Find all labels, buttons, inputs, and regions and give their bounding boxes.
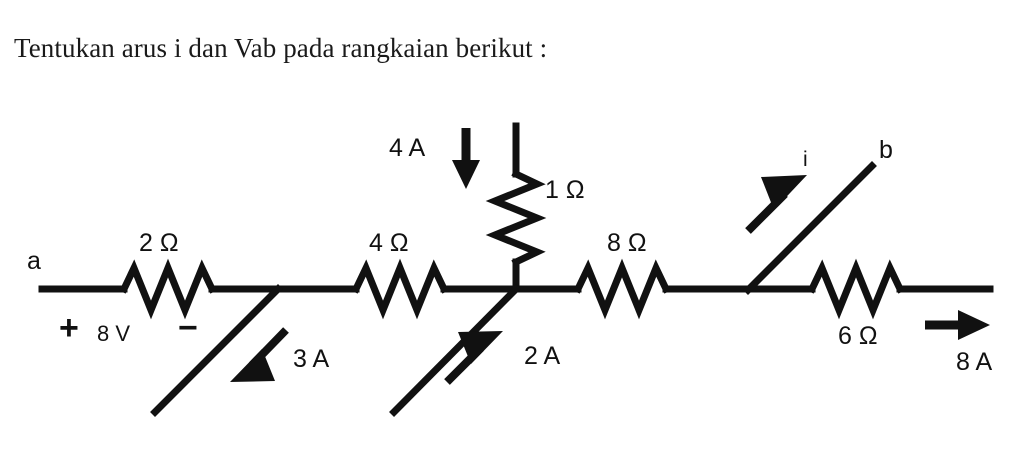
terminal-b-label: b bbox=[879, 136, 893, 164]
resistor-6-ohm-zigzag bbox=[807, 258, 905, 320]
current-i-label: i bbox=[803, 148, 808, 171]
resistor-1-ohm-zigzag bbox=[485, 169, 547, 267]
resistor-2-ohm-zigzag bbox=[119, 258, 217, 320]
terminal-a-label: a bbox=[27, 247, 41, 275]
current-8a-arrow bbox=[925, 310, 990, 340]
current-4a-arrow bbox=[452, 128, 480, 189]
resistor-8-ohm-label: 8 Ω bbox=[607, 229, 647, 257]
branch-3a-line bbox=[150, 284, 283, 417]
resistor-2-ohm-label: 2 Ω bbox=[139, 229, 179, 257]
current-2a-arrow bbox=[444, 331, 503, 385]
current-3a-arrow bbox=[230, 327, 289, 382]
resistor-4-ohm-zigzag bbox=[351, 258, 449, 320]
resistor-1-ohm-label: 1 Ω bbox=[545, 176, 585, 204]
branch-2a-line bbox=[389, 284, 521, 417]
branch-i-line bbox=[743, 161, 877, 295]
source-minus-sign: − bbox=[178, 309, 198, 347]
current-i-arrow bbox=[745, 175, 807, 234]
page-title: Tentukan arus i dan Vab pada rangkaian b… bbox=[14, 33, 548, 63]
current-4a-label: 4 A bbox=[389, 134, 426, 162]
current-2a-label: 2 A bbox=[524, 342, 561, 370]
source-plus-sign: + bbox=[59, 309, 79, 347]
resistor-4-ohm-label: 4 Ω bbox=[369, 229, 409, 257]
resistor-6-ohm-label: 6 Ω bbox=[838, 322, 878, 350]
current-3a-label: 3 A bbox=[293, 345, 330, 373]
current-8a-label: 8 A bbox=[956, 348, 993, 376]
resistor-8-ohm-zigzag bbox=[573, 258, 671, 320]
source-value-label: 8 V bbox=[97, 321, 131, 346]
